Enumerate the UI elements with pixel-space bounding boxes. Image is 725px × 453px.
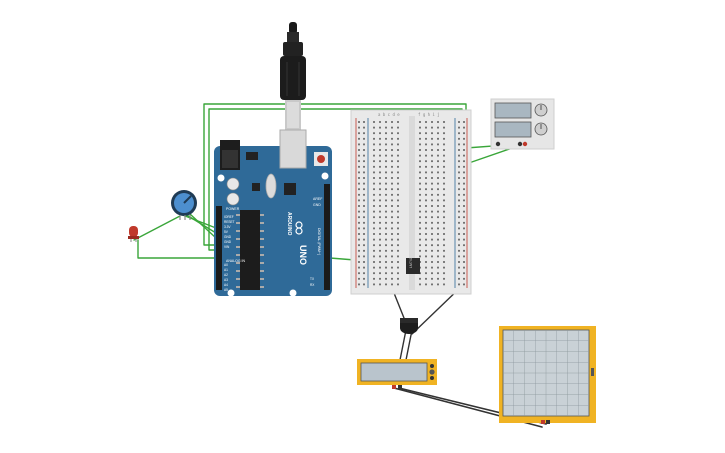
digital-label: DIGITAL (PWM~) — [317, 228, 321, 255]
pin-label-tx: TX — [310, 277, 315, 281]
column-letters-right: f g h i j — [418, 112, 440, 117]
current-display — [494, 121, 532, 138]
wire-pot-3[interactable] — [189, 213, 217, 239]
left-header — [216, 206, 222, 290]
opamp-ic[interactable]: LM741 — [406, 257, 420, 274]
oscilloscope[interactable] — [499, 326, 596, 424]
gnd-label: GND — [313, 203, 321, 207]
column-letters-left: a b c d e — [378, 112, 400, 117]
pin-label-gnd-2: GND — [224, 240, 232, 244]
usb-port — [279, 129, 307, 169]
terminal-ground[interactable] — [495, 141, 501, 147]
power-label: POWER — [226, 207, 240, 211]
scope-probe-black[interactable] — [546, 420, 550, 424]
pin-label-a1: A1 — [224, 268, 228, 272]
voltage-display — [494, 102, 532, 119]
arduino-logo-icon — [295, 221, 303, 235]
scope-probe-red[interactable] — [541, 420, 545, 424]
brand-label: ARDUINO — [286, 212, 292, 235]
oscilloscope-grid — [503, 330, 589, 416]
multimeter-display — [360, 362, 428, 382]
multimeter[interactable] — [357, 359, 437, 389]
potentiometer[interactable] — [171, 190, 197, 220]
pin-label-a4: A4 — [224, 283, 228, 287]
probe-black[interactable] — [398, 385, 402, 389]
pin-label-vin: VIN — [224, 245, 230, 249]
probe-red[interactable] — [392, 385, 396, 389]
pin-label-a5: A5 — [224, 288, 228, 292]
transistor[interactable] — [400, 318, 418, 334]
oscilloscope-knob-icon[interactable] — [591, 368, 594, 376]
wire-led-1[interactable] — [133, 215, 181, 241]
pin-label-reset: RESET — [224, 220, 235, 224]
wire-transistor-mm-1[interactable] — [399, 329, 407, 361]
pin-label-3v3: 3.3V — [224, 225, 231, 229]
pin-label-a0: A0 — [224, 263, 228, 267]
red-led[interactable] — [128, 226, 139, 242]
pin-label-rx: RX — [310, 283, 315, 287]
wire-transistor-mm-2[interactable] — [405, 329, 413, 361]
potentiometer-knob-icon — [183, 195, 192, 204]
model-label: UNO — [298, 245, 308, 265]
pin-label-5v: 5V — [224, 230, 229, 234]
multimeter-dial-icon[interactable] — [429, 369, 435, 375]
wire-top-loop[interactable] — [203, 103, 467, 246]
pin-label-ioref: IOREF — [224, 215, 234, 219]
breadboard[interactable]: a b c d e f g h i j — [350, 109, 472, 295]
power-supply[interactable] — [490, 98, 555, 150]
center-channel — [409, 116, 415, 290]
wire-led-2[interactable] — [137, 239, 217, 259]
terminal-negative[interactable] — [517, 141, 523, 147]
pin-label-a3: A3 — [224, 278, 228, 282]
aref-label: AREF — [313, 197, 322, 201]
atmega-chip — [240, 210, 260, 290]
ic-label: LM741 — [409, 257, 413, 268]
usb-cable[interactable] — [280, 22, 306, 130]
terminal-positive[interactable] — [522, 141, 528, 147]
pin-label-gnd-1: GND — [224, 235, 232, 239]
arduino-uno[interactable]: UNO ARDUINO DIGITAL (PWM~) POWER ANALOG … — [214, 129, 332, 297]
right-header — [324, 184, 330, 290]
wires — [133, 103, 547, 428]
analog-label: ANALOG IN — [226, 259, 246, 263]
pin-label-a2: A2 — [224, 273, 228, 277]
